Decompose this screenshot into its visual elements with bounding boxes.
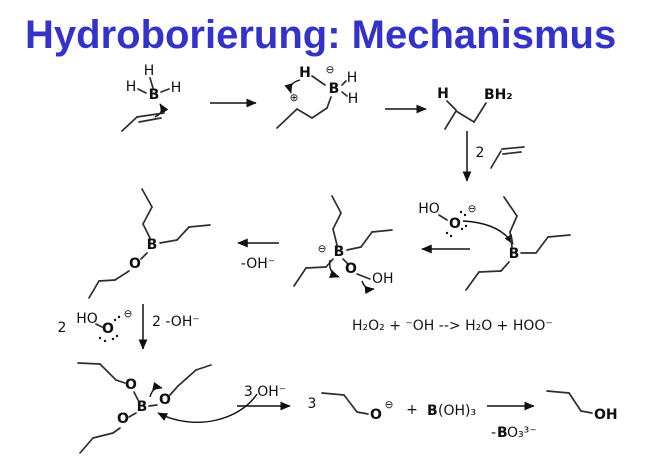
electron-pushing-arrow bbox=[284, 79, 301, 94]
borane-propene-complex: H H B H bbox=[121, 63, 182, 132]
electron-pushing-arrow bbox=[329, 259, 340, 278]
byproduct-rest: O₃³⁻ bbox=[507, 425, 537, 441]
propyl-chain bbox=[159, 224, 211, 244]
boric-acid-formula: B (OH)₃ bbox=[427, 403, 476, 419]
hydroxide-attack-arrow bbox=[157, 393, 258, 423]
hydroperoxide-reagent: 2 HO O ⊖ 2 -OH⁻ bbox=[58, 304, 200, 350]
propyl-chain bbox=[79, 427, 121, 454]
ho-label: HO bbox=[76, 311, 98, 327]
propyl-chain bbox=[141, 188, 153, 239]
propyl-chain bbox=[77, 362, 126, 384]
hydrogen-label: H bbox=[171, 80, 182, 96]
oxygen-label: O bbox=[370, 407, 382, 423]
boron-label: B bbox=[497, 425, 508, 441]
arrow-label: 2 -OH⁻ bbox=[152, 314, 200, 330]
electron-pushing-arrow bbox=[154, 103, 169, 118]
plus-sign: + bbox=[406, 402, 418, 418]
hydroperoxide-anion-attack: HO O ⊖ bbox=[418, 201, 514, 245]
oxygen-label: O bbox=[117, 411, 129, 427]
hydrogen-label: H bbox=[144, 63, 155, 79]
electron-pushing-arrow bbox=[361, 280, 375, 295]
ho-label: HO bbox=[418, 201, 440, 217]
peroxide-regeneration-equation: H₂O₂ + ⁻OH --> H₂O + HOO⁻ bbox=[352, 318, 553, 334]
oxygen-label: O bbox=[125, 377, 137, 393]
propanol-product: OH bbox=[546, 390, 618, 423]
hydroxyl-label: OH bbox=[372, 271, 394, 287]
electron-pushing-arrow bbox=[149, 381, 163, 398]
propyl-chain bbox=[88, 270, 130, 299]
minus-charge: ⊖ bbox=[385, 399, 394, 411]
propyl-chain bbox=[465, 261, 510, 291]
migrating-hydrogen-label: H bbox=[299, 65, 311, 81]
borate-byproduct-label: - B O₃³⁻ bbox=[491, 425, 537, 441]
minus-charge: ⊖ bbox=[124, 308, 133, 320]
propyl-chain bbox=[346, 229, 393, 251]
propyl-chain bbox=[293, 258, 334, 287]
minus-charge: ⊖ bbox=[468, 203, 477, 215]
boric-acid-rest: (OH)₃ bbox=[438, 403, 476, 419]
propene-glyph bbox=[490, 146, 525, 169]
plus-charge: ⊕ bbox=[290, 92, 299, 104]
propoxy-dipropylborane: B O bbox=[88, 188, 211, 299]
coefficient: 3 bbox=[308, 396, 317, 412]
propylborane-product: H BH₂ bbox=[437, 86, 513, 130]
boron-label: B bbox=[137, 399, 148, 415]
oxygen-label: O bbox=[129, 256, 141, 272]
borate-ate-complex: ⊖ B O OH bbox=[293, 195, 394, 295]
four-center-transition-state: H ⊖ B H H ⊕ bbox=[276, 64, 359, 129]
boron-label: B bbox=[427, 403, 438, 419]
electron-pushing-arrow bbox=[462, 220, 514, 245]
minus-charge: ⊖ bbox=[326, 64, 335, 76]
lone-pair-dots bbox=[445, 210, 468, 238]
minus-charge: ⊖ bbox=[318, 243, 327, 255]
second-alkene-addition: 2 bbox=[462, 131, 525, 182]
boron-label: B bbox=[509, 246, 520, 262]
lone-pair-dots bbox=[98, 315, 121, 343]
alkene-coefficient: 2 bbox=[476, 145, 485, 161]
propyl-chain bbox=[169, 364, 212, 396]
byproduct-prefix: - bbox=[491, 425, 496, 441]
hydrogen-label: H bbox=[347, 70, 358, 86]
tripropylborane: B bbox=[465, 196, 571, 291]
arrow-label: -OH⁻ bbox=[241, 256, 275, 272]
carbon-skeleton bbox=[276, 96, 332, 129]
coefficient: 2 bbox=[58, 320, 67, 336]
propyl-chain bbox=[331, 195, 342, 246]
oxygen-label: O bbox=[159, 392, 171, 408]
propoxide-anion: 3 O ⊖ bbox=[308, 392, 394, 423]
hydrogen-label: H bbox=[126, 79, 137, 95]
slide-title: Hydroborierung: Mechanismus bbox=[25, 13, 616, 57]
tripropyl-borate: B O O O 3 OH⁻ bbox=[77, 362, 291, 454]
boron-label: B bbox=[329, 81, 340, 97]
oxygen-label: O bbox=[345, 261, 357, 277]
propyl-chain bbox=[503, 196, 518, 248]
hydrogen-label: H bbox=[348, 91, 359, 107]
boron-label: B bbox=[149, 87, 160, 103]
hydroxide-loss-step: -OH⁻ bbox=[237, 238, 279, 272]
boron-label: B bbox=[147, 237, 158, 253]
added-hydrogen-label: H bbox=[437, 86, 449, 102]
propyl-chain bbox=[520, 234, 571, 254]
boron-label: B bbox=[334, 244, 345, 260]
propene-skeleton bbox=[121, 112, 165, 132]
oxygen-label: O bbox=[102, 321, 114, 337]
bh2-label: BH₂ bbox=[484, 87, 513, 103]
oxygen-label: O bbox=[449, 216, 461, 232]
hydroxyl-label: OH bbox=[594, 407, 618, 423]
hydroxide-label: 3 OH⁻ bbox=[244, 384, 286, 400]
